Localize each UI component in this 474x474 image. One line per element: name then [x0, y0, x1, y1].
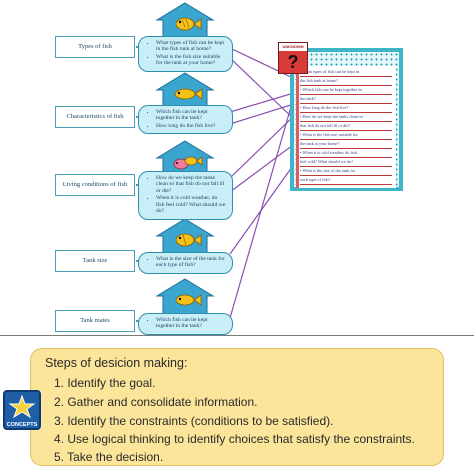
list-line: • How long do the fish live? [300, 104, 392, 113]
fish-icon [173, 156, 203, 170]
label-types-of-fish: Types of fish [55, 36, 135, 58]
label-text: Characteristics of fish [66, 113, 124, 121]
list-line: the tank? [300, 95, 392, 104]
unknown-sign: UNKNOWN ? [278, 42, 308, 74]
list-line: • What types of fish can be kept in [300, 68, 392, 77]
label-text: Types of fish [78, 43, 112, 51]
label-text: Living conditions of fish [62, 181, 128, 189]
question-item: Which fish can be kept together in the t… [156, 109, 227, 122]
question-bubble-5: Which fish can be kept together in the t… [138, 313, 233, 335]
house-icon [155, 2, 215, 41]
question-item: When it is cold weather, do fish feel co… [156, 195, 227, 214]
question-item: What is the size of the tank for each ty… [156, 256, 227, 269]
list-line: feel cold? What should we do? [300, 158, 392, 167]
label-characteristics-of-fish: Characteristics of fish [55, 106, 135, 128]
question-item: How do we keep the tanks clean so that f… [156, 175, 227, 194]
list-line: the tank at your home? [300, 140, 392, 149]
unknown-heading: UNKNOWN [279, 43, 307, 51]
house-icon [155, 72, 215, 111]
decision-step: 3. Identify the constraints (conditions … [54, 414, 334, 428]
list-line: • Which fish can be kept together in [300, 86, 392, 95]
question-bubble-1: What types of fish can be kept in the fi… [138, 36, 233, 72]
label-tank-mates: Tank mates [55, 310, 135, 332]
list-line: each type of fish? [300, 176, 392, 185]
house-icon [155, 278, 215, 317]
question-mark-icon: ? [287, 52, 299, 72]
question-item: What is the fish size suitable for the t… [156, 54, 227, 67]
fish-icon [174, 88, 203, 100]
question-list-paper [296, 66, 396, 188]
question-item: How long do the fish live? [156, 123, 227, 129]
fish-icon [175, 294, 202, 306]
list-line: • How do we keep the tanks clean so [300, 113, 392, 122]
star-icon [8, 395, 36, 419]
question-item: Which fish can be kept together in the t… [156, 317, 227, 330]
fish-icon [175, 233, 202, 247]
concepts-title: Steps of desicion making: [45, 356, 188, 370]
label-tank-size: Tank size [55, 250, 135, 272]
concepts-card [30, 348, 444, 466]
question-bubble-4: What is the size of the tank for each ty… [138, 252, 233, 274]
question-links [229, 47, 299, 319]
list-line: • When it is cold weather, do fish [300, 149, 392, 158]
decision-step: 4. Use logical thinking to identify choi… [54, 432, 415, 446]
list-line: that fish do not fall ill or die? [300, 122, 392, 131]
house-icon [155, 140, 215, 179]
list-line: the fish tank at home? [300, 77, 392, 86]
label-text: Tank size [82, 257, 108, 265]
fish-icon [175, 17, 202, 31]
decision-step: 1. Identify the goal. [54, 376, 156, 390]
question-item: What types of fish can be kept in the fi… [156, 40, 227, 53]
section-divider [0, 335, 474, 336]
concepts-badge [3, 390, 41, 430]
decision-step: 2. Gather and consolidate information. [54, 395, 258, 409]
decision-step: 5. Take the decision. [54, 450, 164, 464]
label-text: Tank mates [80, 317, 110, 325]
concepts-badge-label: CONCEPTS [6, 422, 38, 428]
label-living-conditions: Living conditions of fish [55, 174, 135, 196]
question-bubble-2: Which fish can be kept together in the t… [138, 105, 233, 135]
list-line: • What is the size of the tank for [300, 167, 392, 176]
question-bubble-3: How do we keep the tanks clean so that f… [138, 171, 233, 220]
list-line: • What is the fish size suitable for [300, 131, 392, 140]
